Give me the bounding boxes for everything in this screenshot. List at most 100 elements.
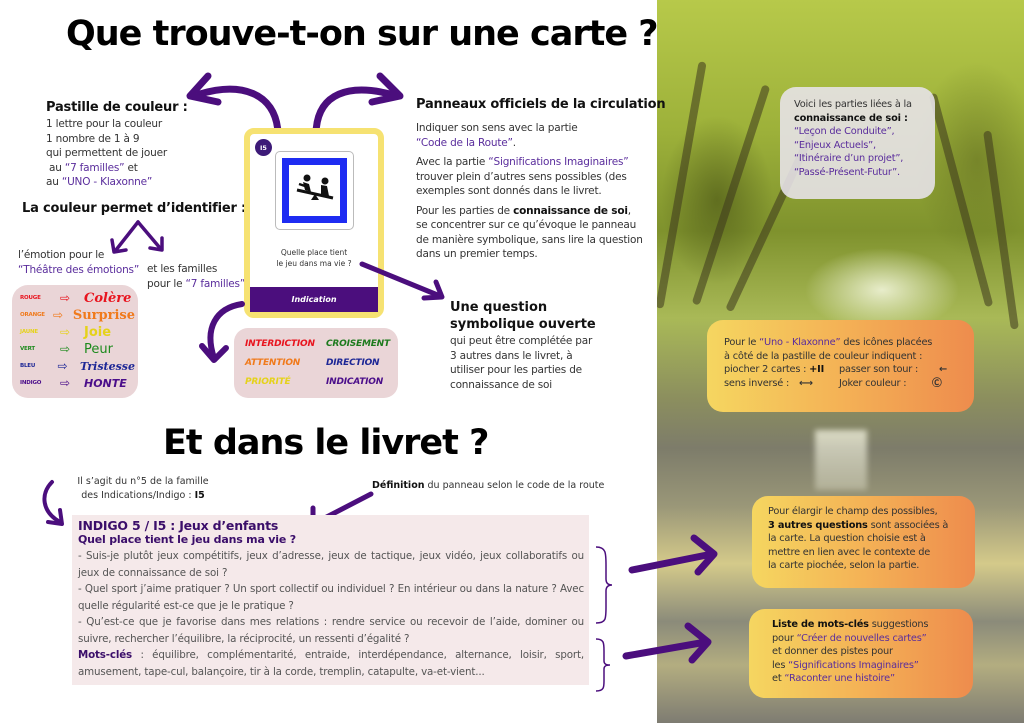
game-part: “Itinéraire d’un projet”,	[794, 153, 904, 164]
game-part: “Passé-Présent-Futur”.	[794, 166, 900, 178]
question-heading: Une question symbolique ouverte	[450, 299, 596, 333]
text-line: utiliser pour les parties de	[450, 364, 582, 376]
caption-line: l’émotion pour le	[18, 249, 105, 261]
emotion-caption: l’émotion pour le “Théâtre des émotions”	[18, 248, 139, 277]
panneaux-text: Indiquer son sens avec la partie “Code d…	[416, 121, 656, 262]
info-line: mettre en lien avec le contexte de	[768, 546, 931, 558]
family-label: PRIORITÉ	[245, 377, 291, 387]
info-line: Voici les parties liées à la	[794, 99, 912, 110]
family-label: ATTENTION	[245, 358, 301, 368]
keywords-list: : équilibre, complémentarité, entraide, …	[78, 649, 584, 678]
emotion-row: ORANGE⇨Surprise	[20, 307, 135, 323]
sample-card: I5 Quelle place tient le jeu dans ma vie…	[244, 128, 384, 318]
info-line: Pour le	[724, 337, 760, 348]
info-line: les	[772, 659, 789, 671]
family-label: INDICATION	[326, 377, 384, 387]
draw-two-icon: +II	[809, 364, 825, 375]
link-creer-cartes: “Créer de nouvelles cartes”	[796, 632, 927, 644]
pastille-heading: Pastille de couleur :	[46, 100, 188, 115]
livret-note-left: Il s’agit du n°5 de la famille des Indic…	[68, 475, 218, 503]
arrow-icon: ⇨	[60, 325, 71, 339]
color-label: BLEU	[20, 363, 36, 369]
bold-text: Liste de mots-clés	[772, 619, 869, 630]
livret-note-right: Définition du panneau selon le code de l…	[372, 480, 604, 491]
pastille-text: 1 lettre pour la couleur 1 nombre de 1 à…	[46, 117, 206, 190]
info-line: et donner des pistes pour	[772, 646, 893, 657]
panneaux-heading: Panneaux officiels de la circulation	[416, 97, 666, 112]
text-line: qui peut être complétée par	[450, 335, 593, 347]
color-label: JAUNE	[20, 329, 38, 335]
family-label: INTERDICTION	[245, 339, 315, 349]
families-legend: INTERDICTION CROISEMENT ATTENTION DIRECT…	[234, 328, 398, 398]
livret-subquestion: - Suis-je plutôt jeux compétitifs, jeux …	[78, 550, 584, 579]
emotion-row: JAUNE ⇨ Joie	[20, 324, 135, 340]
pastille-line: 1 lettre pour la couleur	[46, 118, 163, 130]
info-line: suggestions	[868, 619, 929, 630]
brace-keywords-icon	[595, 638, 611, 692]
heading-line: symbolique ouverte	[450, 317, 596, 332]
question-line: le jeu dans ma vie ?	[276, 259, 352, 268]
text-line: Pour les parties de	[416, 204, 514, 217]
info-line: la carte. La question choisie est à	[768, 533, 926, 544]
text-line: de manière symbolique, sans lire la ques…	[416, 233, 643, 246]
livret-body: - Suis-je plutôt jeux compétitifs, jeux …	[78, 548, 584, 680]
bold-text: connaissance de soi	[794, 112, 901, 124]
pastille-line: au	[46, 176, 62, 188]
emotion-row: BLEU ⇨ Tristesse	[20, 358, 135, 374]
emotion-label: Surprise	[72, 307, 135, 323]
text-line: ,	[627, 204, 631, 217]
info-connaissance-de-soi: Voici les parties liées à la connaissanc…	[780, 87, 935, 199]
caption-line: et les familles	[147, 263, 218, 275]
color-label: VERT	[20, 346, 35, 352]
pastille-line: 1 nombre de 1 à 9	[46, 132, 140, 145]
text-line: 3 autres dans le livret, à	[450, 349, 573, 362]
family-label: DIRECTION	[326, 358, 380, 368]
link-significations-imaginaires: “Significations Imaginaires”	[788, 659, 919, 671]
emotion-label: Tristesse	[79, 359, 135, 373]
emotion-row: VERT⇨Peur	[20, 341, 135, 357]
link-theatre-emotions: “Théâtre des émotions”	[18, 263, 140, 276]
family-caption: et les familles pour le “7 familles”	[147, 262, 245, 291]
joker-label: Joker couleur :	[839, 377, 907, 389]
bold-text: connaissance de soi	[513, 204, 628, 217]
emotion-label: Joie	[84, 324, 112, 340]
link-code-de-la-route: “Code de la Route”	[416, 136, 513, 149]
info-autres-questions: Pour élargir le champ des possibles, 3 a…	[752, 496, 975, 588]
note-line: des Indications/Indigo :	[81, 490, 195, 501]
arrow-icon: ⇨	[53, 308, 64, 322]
text-line: connaissance de soi	[450, 378, 552, 391]
text-line: trouver plein d’autres sens possibles (d…	[416, 170, 627, 183]
pastille-line: qui permettent de jouer	[46, 147, 167, 159]
bold-text: :	[900, 112, 908, 124]
arrow-icon: ⇨	[57, 359, 68, 373]
color-badge: I5	[255, 139, 272, 156]
game-part: “Enjeux Actuels”,	[794, 139, 876, 151]
bold-text: 3 autres questions	[768, 519, 868, 531]
arrow-icon: ⇨	[60, 291, 71, 305]
info-line: sont associées à	[867, 519, 949, 531]
livret-title: INDIGO 5 / I5 : Jeux d’enfants	[78, 518, 279, 533]
emotion-row: INDIGO⇨HONTE	[20, 375, 135, 391]
info-line: des icônes placées	[840, 337, 933, 348]
children-playground-sign-icon	[282, 158, 347, 223]
info-line: à côté de la pastille de couleur indique…	[724, 350, 923, 362]
family-label: CROISEMENT	[326, 339, 390, 349]
info-text: Voici les parties liées à la connaissanc…	[794, 98, 912, 179]
link-7-familles: “7 familles”	[64, 161, 125, 174]
text-line: .	[512, 136, 516, 149]
reverse-label: sens inversé :	[724, 377, 790, 389]
draw2-label: piocher 2 cartes :	[724, 364, 810, 375]
skip-turn-icon: ←	[939, 364, 948, 375]
livret-excerpt: INDIGO 5 / I5 : Jeux d’enfants Quel plac…	[72, 515, 589, 685]
link-raconter-histoire: “Raconter une histoire”	[784, 673, 895, 684]
info-uno-klaxonne: Pour le “Uno - Klaxonne” des icônes plac…	[707, 320, 974, 412]
link-uno-klaxonne: “Uno - Klaxonne”	[759, 337, 841, 348]
info-text: Pour le “Uno - Klaxonne” des icônes plac…	[724, 336, 947, 390]
emotion-label: Peur	[84, 341, 113, 357]
color-label: ROUGE	[20, 295, 41, 301]
joker-color-icon: Ⓒ	[932, 377, 942, 389]
bold-text: Définition	[372, 480, 425, 491]
curved-arrow-right-icon	[312, 72, 404, 136]
text-line: se concentrer sur ce qu’évoque le pannea…	[416, 219, 637, 231]
brace-questions-icon	[595, 546, 613, 624]
